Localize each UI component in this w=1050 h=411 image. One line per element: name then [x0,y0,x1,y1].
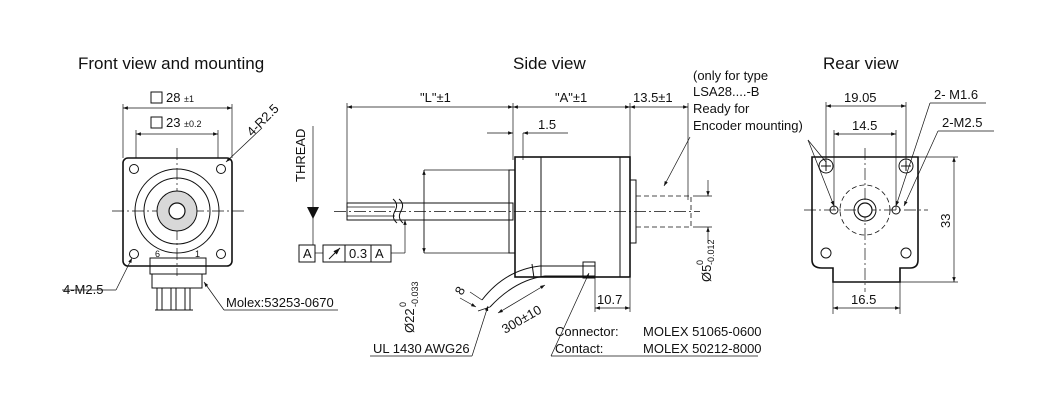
connector-callout: Molex:53253-0670 [226,295,334,310]
dim-flange: 1.5 [538,117,556,132]
svg-text:(only for type: (only for type [693,68,768,83]
thread-label: THREAD [293,129,308,182]
cable-connector [582,261,596,279]
mount-hole [216,249,226,259]
mount-hole [129,249,139,259]
side-view: "L"±1 "A"±1 13.5±1 1.5 THREAD (only for … [293,68,803,357]
side-view-title: Side view [513,54,586,73]
dim-pilot-diameter: Ø22 0 -0.033 [398,281,420,333]
dim-rear-end: 13.5±1 [633,90,673,105]
radius-callout: 4-R2.5 [244,101,282,139]
rear-thread-1: 2- M1.6 [934,87,978,102]
datum-box [298,244,316,263]
dim-rear-top: 19.05 [844,90,877,105]
svg-text:-0.012: -0.012 [706,239,716,265]
runout-value: 0.3 [349,246,367,261]
mount-hole [129,164,139,174]
dim-rear-height: 33 [938,214,953,228]
rear-view: 19.05 14.5 2- M1.6 [804,87,994,314]
square-symbol [150,91,163,104]
front-view-title: Front view and mounting [78,54,264,73]
dim-23-tol: ±0.2 [184,119,201,129]
dim-A: "A"±1 [555,90,587,105]
svg-text:A: A [303,246,312,261]
front-view: 28 ±1 23 ±0.2 4-R2.5 4-M2.5 6 1 [62,90,338,311]
screw-head [818,158,834,174]
runout-frame [322,244,392,263]
contact-value: MOLEX 50212-8000 [643,341,762,356]
svg-text:0: 0 [398,302,408,307]
runout-datum: A [375,246,384,261]
dim-cable-width: 8 [452,284,469,298]
pin-label-6: 6 [155,249,160,259]
svg-text:Ø5: Ø5 [699,265,714,282]
svg-text:-0.033: -0.033 [410,281,420,307]
connector-label: Connector: [555,324,619,339]
square-symbol-2 [150,116,163,129]
svg-text:Ø22: Ø22 [402,308,417,333]
svg-text:0: 0 [695,260,705,265]
rear-thread-2: 2-M2.5 [942,115,982,130]
dim-23: 23 [166,115,180,130]
mount-thread-callout: 4-M2.5 [63,282,103,297]
shaft [346,202,514,221]
screw-head [898,158,914,174]
mount-hole [216,164,226,174]
dim-28-tol: ±1 [184,94,194,104]
cable-spec: UL 1430 AWG26 [373,341,470,356]
dim-rear-inner: 14.5 [852,118,877,133]
dim-rear-length: 10.7 [597,292,622,307]
contact-label: Contact: [555,341,603,356]
dim-28: 28 [166,90,180,105]
dim-rear-shaft: Ø5 0 -0.012 [695,239,716,282]
pin-label-1: 1 [195,249,200,259]
motor-body [514,156,631,278]
dim-L: "L"±1 [420,90,451,105]
svg-text:Ready for: Ready for [693,101,750,116]
shaft-end [168,202,186,220]
connector-value: MOLEX 51065-0600 [643,324,762,339]
svg-text:LSA28....-B: LSA28....-B [693,84,759,99]
dim-rear-bottom: 16.5 [851,292,876,307]
svg-text:Encoder mounting): Encoder mounting) [693,118,803,133]
encoder-note: (only for type LSA28....-B Ready for Enc… [693,68,803,133]
rear-view-title: Rear view [823,54,899,73]
dim-cable-length: 300±10 [499,302,544,337]
